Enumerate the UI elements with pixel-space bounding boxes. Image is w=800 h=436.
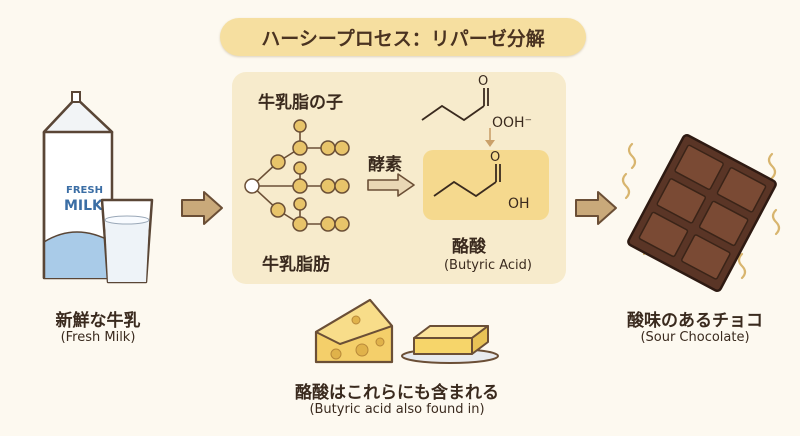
carboxylate-structure-icon	[421, 88, 489, 122]
chocolate-bar-icon	[621, 134, 781, 292]
milk-label-jp: 新鮮な牛乳	[55, 311, 141, 331]
enzyme-label: 酵素	[368, 155, 402, 175]
chocolate-label-en: (Sour Chocolate)	[640, 330, 750, 345]
down-arrow-icon	[485, 128, 495, 147]
milk-carton-icon	[42, 91, 114, 280]
acid-label-jp: 酪酸	[452, 237, 486, 257]
molecule-top-label: 牛乳脂の子	[258, 93, 343, 113]
enzyme-arrow-icon	[367, 173, 415, 197]
carton-text-fresh: FRESH	[66, 185, 103, 196]
milk-label-en: (Fresh Milk)	[60, 330, 136, 345]
chocolate-label-jp: 酸味のあるチョコ	[627, 311, 763, 331]
glass-of-milk-icon	[100, 198, 154, 284]
diagram-title: ハーシープロセス：リパーゼ分解	[220, 18, 586, 56]
milk-fat-molecule-icon	[244, 119, 350, 232]
carboxylate-ooh-label: OOH⁻	[492, 115, 532, 131]
sources-label-en: (Butyric acid also found in)	[309, 402, 485, 417]
acid-label-en: (Butyric Acid)	[443, 258, 532, 273]
arrow-icon	[181, 191, 223, 225]
butyric-acid-box	[423, 150, 549, 220]
acid-oh-label: OH	[508, 196, 530, 212]
acid-o-label: O	[490, 150, 501, 165]
cheese-icon	[314, 298, 394, 364]
molecule-bottom-label: 牛乳脂肪	[262, 255, 330, 275]
carton-text-milk: MILK	[64, 198, 103, 214]
butyric-acid-structure-icon	[433, 164, 501, 198]
arrow-icon	[575, 191, 617, 225]
butter-icon	[401, 325, 499, 364]
sources-label-jp: 酪酸はこれらにも含まれる	[295, 383, 499, 403]
carboxylate-o-label: O	[478, 74, 489, 89]
